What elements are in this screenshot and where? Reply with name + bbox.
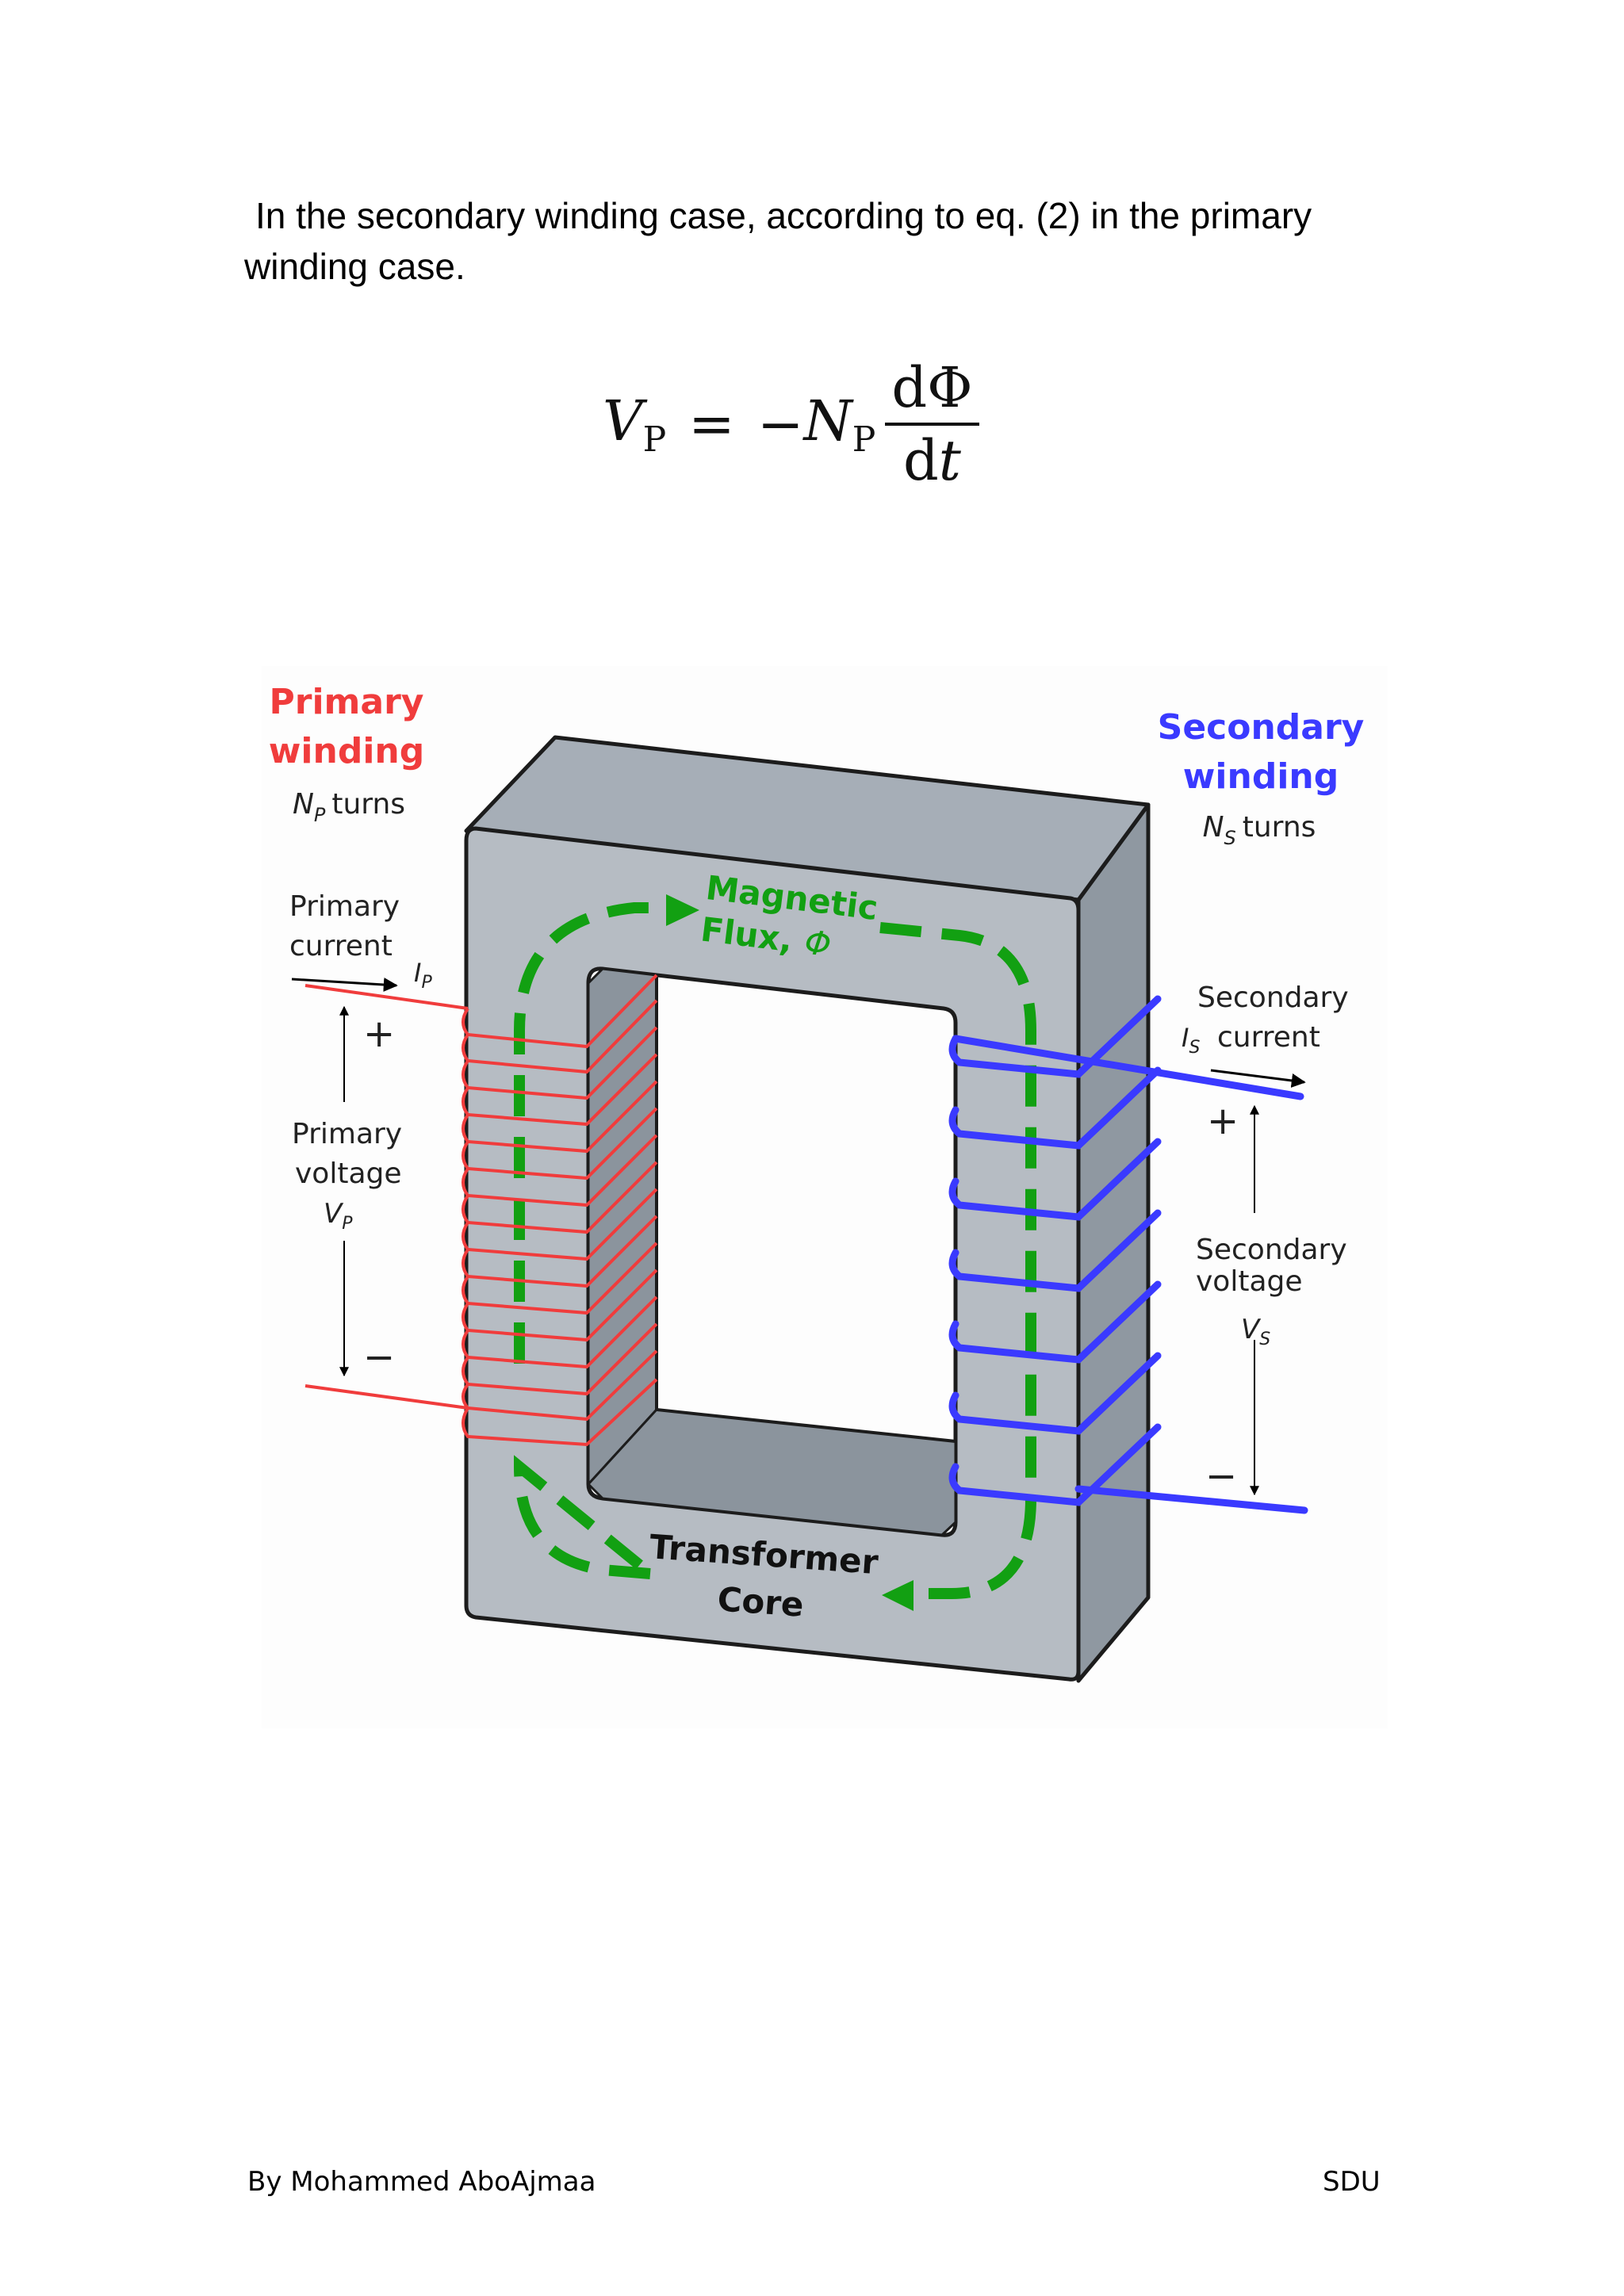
primary-winding (304, 974, 658, 1447)
equation-equals: = (688, 392, 735, 457)
primary-winding-title-1: Primary (270, 682, 424, 722)
secondary-plus: + (1207, 1099, 1239, 1143)
primary-voltage-symbol: VP (324, 1198, 353, 1234)
equation-coef: NP (803, 388, 876, 460)
equation-lhs: VP (603, 388, 667, 460)
primary-voltage-label-1: Primary (292, 1118, 402, 1150)
flux-arrow-bottom (882, 1580, 914, 1611)
core-label-2: Core (716, 1579, 805, 1624)
secondary-voltage-label-1: Secondary (1196, 1234, 1347, 1266)
secondary-winding-title-2: winding (1183, 756, 1339, 797)
primary-winding-title-2: winding (269, 731, 424, 771)
primary-current-arrow (291, 978, 398, 993)
primary-minus: − (363, 1335, 395, 1380)
primary-plus: + (363, 1012, 395, 1056)
primary-current-label-2: current (289, 930, 393, 962)
equation-minus: − (756, 392, 804, 457)
primary-voltage-label-2: voltage (295, 1158, 402, 1190)
equation-fraction: dΦ dt (885, 358, 979, 491)
secondary-current-symbol: IS (1182, 1023, 1200, 1058)
secondary-current-arrow (1210, 1069, 1306, 1088)
secondary-voltage-symbol: VS (1241, 1314, 1270, 1349)
core-side-face (1076, 802, 1151, 1683)
primary-current-label-1: Primary (289, 890, 400, 923)
equation-denominator: dt (902, 428, 961, 493)
flux-arrow-top (666, 894, 699, 926)
body-paragraph: In the secondary winding case, according… (244, 195, 1312, 287)
equation-numerator: dΦ (885, 358, 979, 426)
primary-current-symbol: IP (414, 958, 432, 993)
secondary-winding-title-1: Secondary (1158, 707, 1365, 748)
secondary-minus: − (1205, 1454, 1237, 1498)
secondary-winding (948, 995, 1308, 1514)
footer-org: SDU (1323, 2166, 1381, 2198)
secondary-current-label-2: current (1217, 1021, 1320, 1054)
core-window-edge (655, 975, 956, 1443)
secondary-voltage-label-2: voltage (1196, 1265, 1303, 1298)
footer-author: By Mohammed AboAjmaa (247, 2166, 596, 2198)
secondary-current-label-1: Secondary (1197, 982, 1349, 1014)
faraday-equation: VP = − NP dΦ dt (603, 349, 979, 499)
